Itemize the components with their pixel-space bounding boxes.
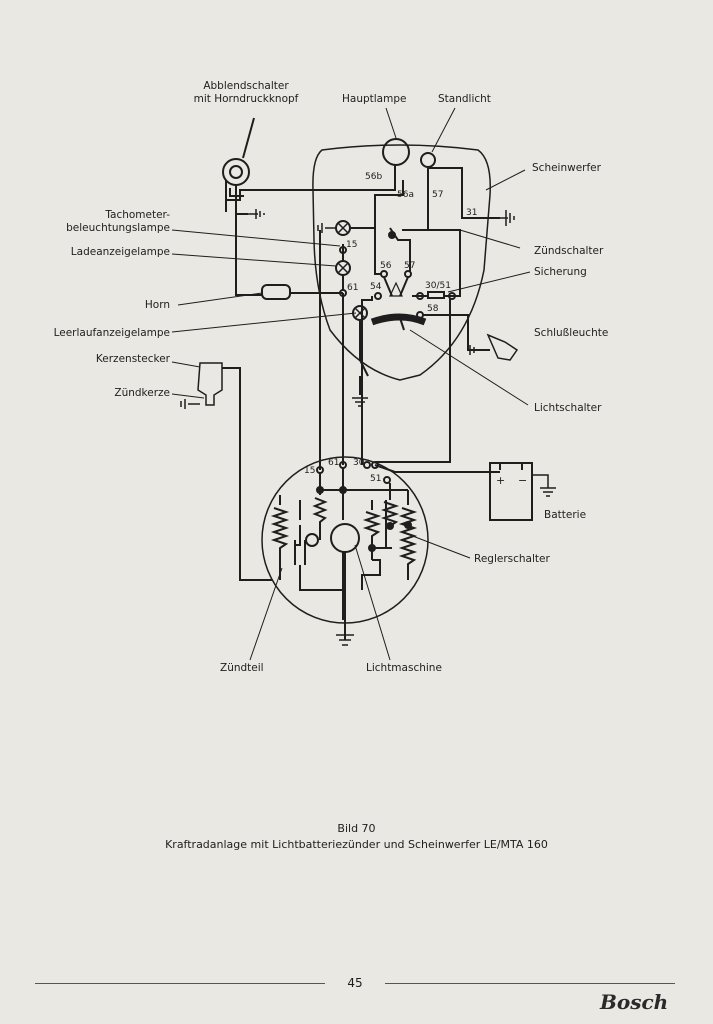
label-horn: Horn <box>144 299 170 311</box>
label-batterie: Batterie <box>544 509 587 521</box>
terminal-31: 31 <box>466 208 478 218</box>
light-switch-arc <box>370 313 427 326</box>
horn-icon <box>261 284 291 300</box>
terminal-57-top: 57 <box>432 190 444 200</box>
bosch-logo: Bosch <box>600 990 669 1014</box>
terminal-54: 54 <box>370 282 382 292</box>
terminal-56b: 56b <box>365 172 383 182</box>
caption-figure: Bild 70 <box>337 822 376 835</box>
label-sicherung: Sicherung <box>534 266 587 278</box>
terminal-56a: 56a <box>397 190 414 200</box>
armature-icon <box>330 523 360 553</box>
spark-plug-icon <box>197 362 223 406</box>
terminal-15-bottom: 15 <box>304 466 316 476</box>
footer-rule-right <box>385 983 675 984</box>
page-number: 45 <box>347 976 363 990</box>
label-lichtschalter: Lichtschalter <box>534 402 602 414</box>
label-schlussleuchte: Schlußleuchte <box>534 327 609 339</box>
label-scheinwerfer: Scheinwerfer <box>532 162 601 174</box>
tail-lamp-icon <box>486 333 519 361</box>
parking-lamp-icon <box>420 152 436 168</box>
main-lamp-icon <box>382 138 410 166</box>
label-kerzenstecker: Kerzenstecker <box>95 353 170 365</box>
label-reglerschalter: Reglerschalter <box>474 553 550 565</box>
terminal-57: 57 <box>404 261 416 271</box>
label-lichtmaschine: Lichtmaschine <box>366 662 442 674</box>
terminal-61-bottom: 61 <box>328 458 340 468</box>
label-leerlaufanzeigelampe: Leerlaufanzeigelampe <box>53 327 170 339</box>
battery-plus: + <box>496 474 506 487</box>
label-zuendkerze: Zündkerze <box>114 387 170 399</box>
fuse-icon <box>427 291 445 299</box>
label-hauptlampe: Hauptlampe <box>342 93 407 105</box>
battery-icon <box>489 462 533 521</box>
terminal-56: 56 <box>380 261 392 271</box>
caption-text: Kraftradanlage mit Lichtbatteriezünder u… <box>165 838 548 851</box>
footer-rule-left <box>35 983 325 984</box>
label-zuendschalter: Zündschalter <box>534 245 604 257</box>
label-tachometer: Tachometer- beleuchtungslampe <box>66 209 170 234</box>
terminal-58: 58 <box>427 304 439 314</box>
label-ladeanzeigelampe: Ladeanzeigelampe <box>70 246 170 258</box>
label-abblendschalter: Abblendschalter mit Horndruckknopf <box>193 80 299 105</box>
headlight-housing <box>312 144 491 381</box>
label-zuendteil: Zündteil <box>220 662 264 674</box>
terminal-61-top: 61 <box>347 283 359 293</box>
terminal-30: 30 <box>353 458 365 468</box>
battery-minus: − <box>518 474 528 487</box>
terminal-30-51: 30/51 <box>425 281 451 291</box>
terminal-15-top: 15 <box>346 240 358 250</box>
label-standlicht: Standlicht <box>438 93 491 105</box>
terminal-51: 51 <box>370 474 382 484</box>
